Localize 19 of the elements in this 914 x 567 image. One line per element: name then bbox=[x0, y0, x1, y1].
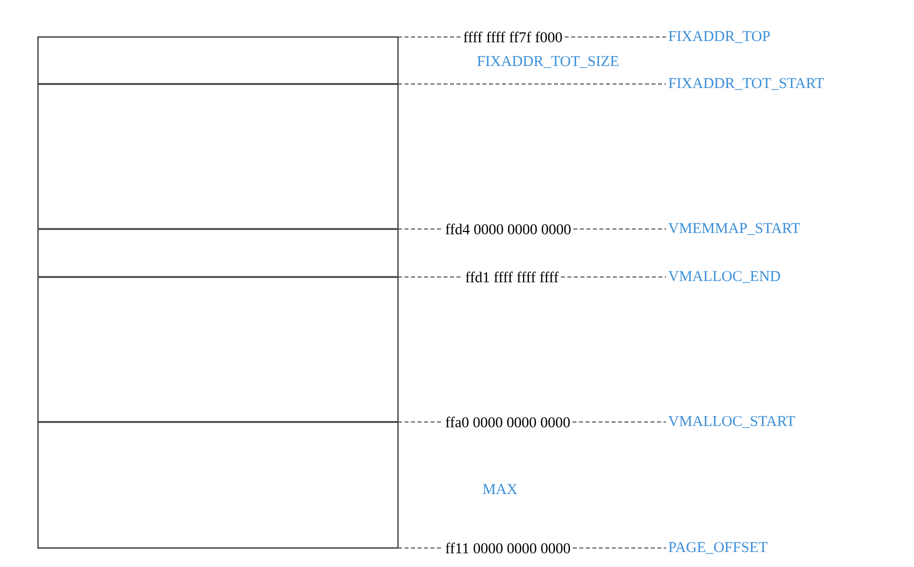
address-label: ffd4 0000 0000 0000 bbox=[446, 224, 571, 234]
address-label: ffff ffff ff7f f000 bbox=[464, 32, 562, 42]
leader-line bbox=[398, 276, 464, 278]
address-label: ff11 0000 0000 0000 bbox=[446, 542, 570, 554]
leader-line bbox=[560, 276, 666, 278]
symbol-label: FIXADDR_TOP bbox=[668, 31, 770, 43]
symbol-label: PAGE_OFFSET bbox=[668, 542, 768, 554]
leader-line bbox=[398, 36, 462, 38]
symbol-label: MAX bbox=[482, 484, 518, 494]
symbol-label: FIXADDR_TOT_START bbox=[668, 78, 824, 90]
symbol-label: VMEMMAP_START bbox=[668, 223, 800, 235]
leader-line bbox=[564, 36, 666, 38]
leader-line bbox=[572, 228, 666, 230]
address-label: ffa0 0000 0000 0000 bbox=[446, 416, 570, 428]
symbol-label: FIXADDR_TOT_SIZE bbox=[477, 56, 618, 68]
address-label: ffd1 ffff ffff ffff bbox=[466, 272, 559, 282]
symbol-label: VMALLOC_START bbox=[668, 416, 795, 428]
leader-line bbox=[398, 228, 444, 230]
symbol-label: VMALLOC_END bbox=[668, 271, 780, 283]
